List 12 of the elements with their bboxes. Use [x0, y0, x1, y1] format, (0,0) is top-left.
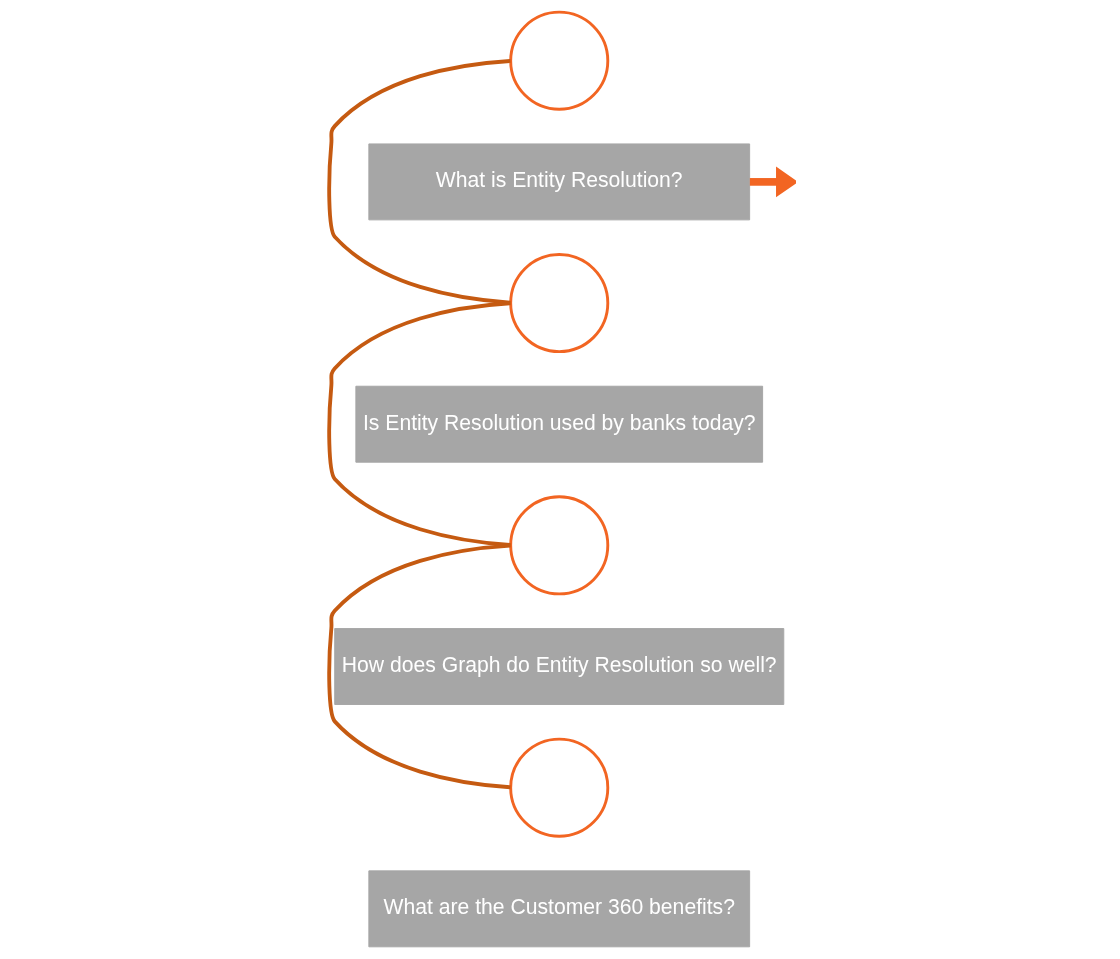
- arrow: [749, 166, 796, 198]
- node-circle: [508, 495, 609, 596]
- node-circle: [508, 737, 609, 838]
- node-box: What are the Customer 360 benefits?: [367, 870, 750, 948]
- node-circle: [508, 10, 609, 111]
- node-box: What is Entity Resolution?: [367, 143, 750, 221]
- node-circle: [508, 253, 609, 354]
- connector: [326, 301, 511, 547]
- connector: [326, 59, 511, 305]
- connector: [326, 543, 511, 790]
- node-box: Is Entity Resolution used by banks today?: [354, 385, 763, 463]
- node-box: How does Graph do Entity Resolution so well?: [333, 628, 784, 705]
